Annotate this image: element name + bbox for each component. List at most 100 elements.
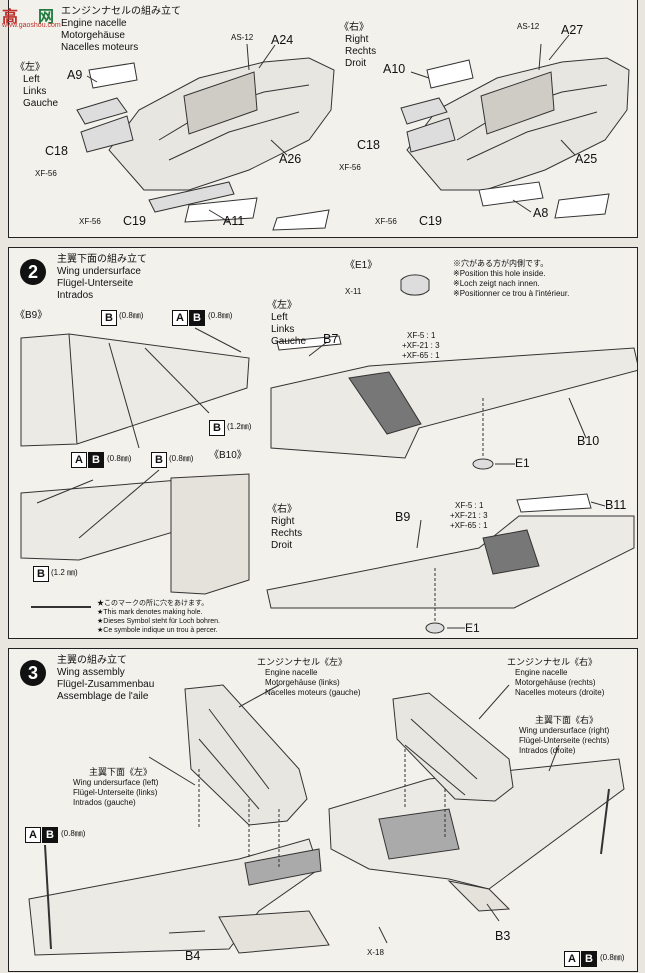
drill-box-b-dark: B xyxy=(189,310,205,326)
drill-box-a: A xyxy=(172,310,188,326)
paint-mix-1c: +XF-65 : 1 xyxy=(402,351,440,360)
label-c19-left: C19 xyxy=(123,214,146,228)
drill-left-box-a: A xyxy=(25,827,41,843)
watermark-char-1: 高 xyxy=(2,9,19,26)
step3-drawing xyxy=(28,684,625,956)
left-header-en: Left xyxy=(23,74,40,85)
step2-panel: 2 主翼下面の組み立て Wing undersurface Flügel-Unt… xyxy=(8,247,638,639)
label-as12-left: AS-12 xyxy=(231,33,254,42)
nacelle-left-de: Motorgehäuse (links) xyxy=(265,678,340,687)
label-a26: A26 xyxy=(279,152,302,166)
step3-title-jp: 主翼の組み立て xyxy=(57,655,127,666)
drill-size-12: (1.2㎜) xyxy=(227,422,252,431)
e1-note-de: ※Loch zeigt nach innen. xyxy=(453,279,540,288)
label-b11: B11 xyxy=(605,498,627,512)
drill-left-box-b: B xyxy=(42,827,58,843)
drill-size-08-c: (0.8㎜) xyxy=(107,454,132,463)
step1-title-fr: Nacelles moteurs xyxy=(61,42,139,53)
wing-left-de: Flügel-Unterseite (links) xyxy=(73,788,158,797)
left-header-de: Links xyxy=(23,86,47,97)
left-header-jp: 《左》 xyxy=(15,62,45,73)
label-a10: A10 xyxy=(383,62,406,76)
label-a24: A24 xyxy=(271,33,294,47)
label-b3: B3 xyxy=(495,929,511,943)
wing-right-fr: Intrados (droite) xyxy=(519,746,576,755)
drill-size-08-b: (0.8㎜) xyxy=(208,311,233,320)
step1-title-de: Motorgehäuse xyxy=(61,30,125,41)
label-c18-left: C18 xyxy=(45,144,68,158)
label-xf56-c: XF-56 xyxy=(339,163,361,172)
wing-left-header-fr: Gauche xyxy=(271,336,307,347)
label-xf56-d: XF-56 xyxy=(375,217,397,226)
wing-right-header-en: Right xyxy=(271,516,295,527)
drill-box-b: B xyxy=(101,310,117,326)
right-header-en: Right xyxy=(345,34,369,45)
drill-box-b-4: B xyxy=(33,566,49,582)
step2-title-jp: 主翼下面の組み立て xyxy=(57,254,147,265)
watermark-logo: 高 网 www.gaoshou.com xyxy=(0,0,62,40)
nacelle-right-fr: Nacelles moteurs (droite) xyxy=(515,688,605,697)
step3-title-fr: Assemblage de l'aile xyxy=(57,691,149,702)
label-a9: A9 xyxy=(67,68,83,82)
wing-right-jp: 主翼下面《右》 xyxy=(535,715,599,725)
nacelle-right-en: Engine nacelle xyxy=(515,668,568,677)
right-header-jp: 《右》 xyxy=(339,22,369,33)
label-xf56-b: XF-56 xyxy=(79,217,101,226)
label-b9: B9 xyxy=(395,510,411,524)
b10-header: 《B10》 xyxy=(209,450,247,461)
hole-note-de: ★Dieses Symbol steht für Loch bohren. xyxy=(97,618,221,625)
paint-mix-1a: XF-5 : 1 xyxy=(407,331,436,340)
nacelle-left-en: Engine nacelle xyxy=(265,668,318,677)
label-c19-right: C19 xyxy=(419,214,442,228)
wing-right-header-fr: Droit xyxy=(271,540,293,551)
nacelle-left-jp: エンジンナセル《左》 xyxy=(257,657,348,667)
label-e1-b: E1 xyxy=(465,621,480,635)
step1-panel: エンジンナセルの組み立て Engine nacelle Motorgehäuse… xyxy=(8,0,638,238)
left-header-fr: Gauche xyxy=(23,98,59,109)
drill-box-a-2: A xyxy=(71,452,87,468)
wing-left-en: Wing undersurface (left) xyxy=(73,778,159,787)
paint-mix-2b: +XF-21 : 3 xyxy=(450,511,488,520)
paint-mix-1b: +XF-21 : 3 xyxy=(402,341,440,350)
x11-label: X-11 xyxy=(345,287,362,296)
hole-note-jp: ★このマークの所に穴をあけます。 xyxy=(97,600,209,607)
step1-title-en: Engine nacelle xyxy=(61,18,127,29)
drill-right-size: (0.8㎜) xyxy=(600,953,625,962)
wing-left-header-en: Left xyxy=(271,312,288,323)
step3-title-en: Wing assembly xyxy=(57,667,125,678)
paint-mix-2a: XF-5 : 1 xyxy=(455,501,484,510)
e1-header: 《E1》 xyxy=(345,260,378,271)
nacelle-right-jp: エンジンナセル《右》 xyxy=(507,657,598,667)
wing-left-jp: 主翼下面《左》 xyxy=(89,767,153,777)
hole-note-en: ★This mark denotes making hole. xyxy=(97,609,203,616)
drill-right-box-b: B xyxy=(581,951,597,967)
watermark-url: www.gaoshou.com xyxy=(2,22,61,29)
drill-size-12-b: (1.2 ㎜) xyxy=(51,568,78,577)
e1-note-en: ※Position this hole inside. xyxy=(453,269,546,278)
right-header-de: Rechts xyxy=(345,46,377,57)
label-a25: A25 xyxy=(575,152,598,166)
step2-title-en: Wing undersurface xyxy=(57,266,141,277)
wing-right-header-jp: 《右》 xyxy=(267,504,297,515)
drill-box-b-2: B xyxy=(209,420,225,436)
drill-size-08-d: (0.8㎜) xyxy=(169,454,194,463)
step2-drawing xyxy=(20,274,637,634)
label-b4: B4 xyxy=(185,949,201,963)
step3-number: 3 xyxy=(20,660,46,686)
e1-note-fr: ※Positionner ce trou à l'intérieur. xyxy=(453,289,570,298)
wing-right-de: Flügel-Unterseite (rechts) xyxy=(519,736,610,745)
paint-mix-2c: +XF-65 : 1 xyxy=(450,521,488,530)
step3-title-de: Flügel-Zusammenbau xyxy=(57,679,155,690)
drill-size-08: (0.8㎜) xyxy=(119,311,144,320)
label-c18-right: C18 xyxy=(357,138,380,152)
drill-left-size: (0.8㎜) xyxy=(61,829,86,838)
label-xf56-a: XF-56 xyxy=(35,169,57,178)
label-b10: B10 xyxy=(577,434,600,448)
nacelle-right-de: Motorgehäuse (rechts) xyxy=(515,678,596,687)
label-a8: A8 xyxy=(533,206,549,220)
drill-box-b-3: B xyxy=(151,452,167,468)
label-a11: A11 xyxy=(223,214,245,228)
wing-right-en: Wing undersurface (right) xyxy=(519,726,610,735)
drill-right-box-a: A xyxy=(564,951,580,967)
b9-header: 《B9》 xyxy=(15,310,48,321)
